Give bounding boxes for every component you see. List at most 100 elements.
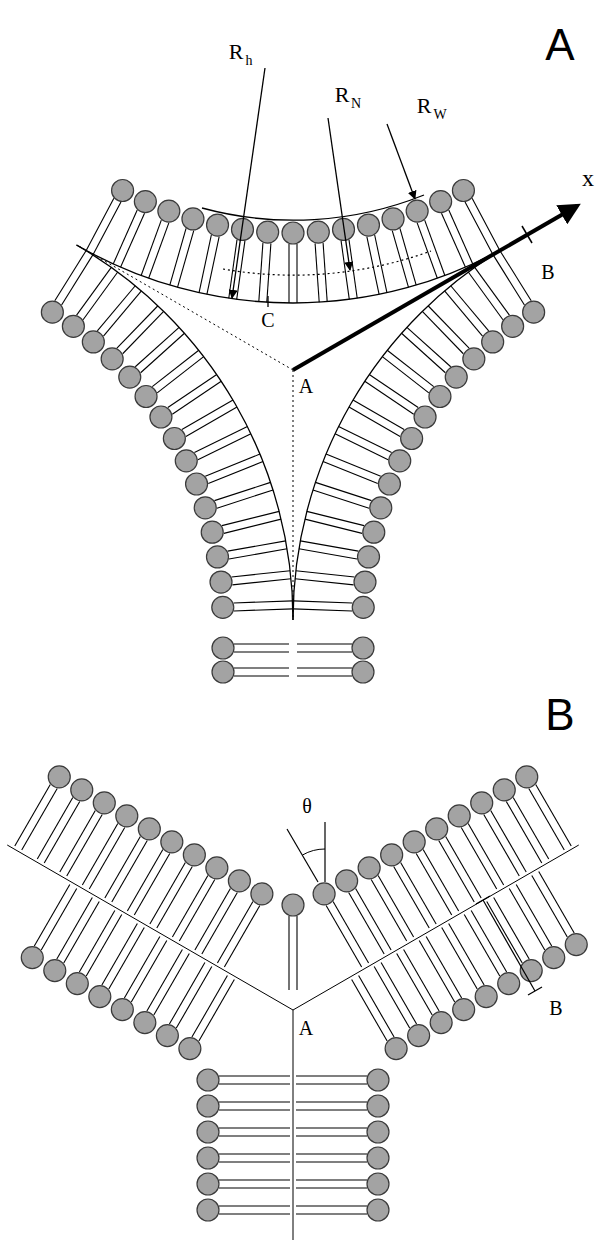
lipid-head [445, 366, 467, 388]
angle-label: θ [302, 796, 312, 816]
lipid-head [197, 1199, 219, 1221]
lipid-tail [296, 571, 355, 577]
lipid-tail [199, 980, 234, 1041]
lipid-tail [219, 1127, 290, 1128]
lipid-tail [219, 1153, 290, 1154]
lipid-tail [237, 241, 245, 299]
lipid-tail [296, 1135, 367, 1136]
lipid-tail [359, 976, 394, 1037]
lipid-head [336, 870, 358, 892]
radius-label: R [417, 95, 432, 117]
lipid-head [354, 571, 376, 593]
lipid-tail [79, 911, 114, 972]
lipid-head [150, 406, 172, 428]
lipid-tail [532, 876, 567, 937]
lipid-head [82, 331, 104, 353]
lipid-tail [506, 801, 541, 862]
lipid-head [134, 191, 156, 213]
lipid-tail [296, 1127, 367, 1128]
thickness-mark [483, 900, 535, 991]
lipid-tail [105, 836, 140, 897]
radius-arrow [387, 124, 415, 199]
lipid-tail [326, 454, 381, 476]
lipid-tail [367, 237, 379, 295]
lipid-head [41, 301, 63, 323]
lipid-head [62, 315, 84, 337]
lipid-tail [234, 667, 289, 668]
angle-line [324, 822, 325, 882]
lipid-head [358, 857, 380, 879]
lipid-tail [536, 784, 571, 845]
lipid-head [210, 571, 232, 593]
lipid-head [370, 497, 392, 519]
thickness-label: B [541, 262, 554, 282]
lipid-tail [224, 905, 259, 966]
lipid-tail [109, 928, 144, 989]
lipid-head [401, 428, 423, 450]
lipid-head [158, 200, 180, 222]
lipid-head [197, 1069, 219, 1091]
lipid-tail [426, 937, 461, 998]
lipid-tail [323, 243, 327, 302]
lipid-tail [217, 490, 273, 508]
lipid-tail [297, 675, 352, 676]
lipid-head [406, 200, 428, 222]
thickness-mark [476, 896, 490, 904]
lipid-tail [315, 482, 371, 500]
head-surface [202, 195, 424, 220]
lipid-tail [131, 941, 166, 1002]
lipid-head [382, 208, 404, 230]
thickness-mark [528, 987, 542, 995]
lipid-head [201, 521, 223, 543]
lipid-head [212, 661, 234, 683]
lipid-tail [234, 651, 289, 652]
radius-subscript: W [433, 108, 446, 122]
lipid-tail [313, 490, 369, 508]
lipid-tail [124, 937, 159, 998]
lipid-tail [86, 198, 114, 250]
lipid-head [378, 473, 400, 495]
lipid-tail [224, 519, 281, 533]
lipid-tail [296, 1179, 367, 1180]
lipid-tail [468, 823, 503, 884]
lipid-tail [296, 1205, 367, 1206]
lipid-head [471, 792, 493, 814]
lipid-head [367, 1121, 389, 1143]
lipid-head [135, 386, 157, 408]
tail-surfaces [7, 245, 579, 1240]
lipid-tail [353, 400, 404, 430]
x-axis-arrow [293, 206, 577, 370]
lipid-tail [208, 462, 263, 484]
lipid-tail [186, 407, 237, 437]
lipid-tail [219, 1135, 290, 1136]
lipid-tail [475, 267, 510, 315]
radius-subscript: N [351, 97, 361, 111]
bilayer-midplane [293, 845, 579, 1010]
lipid-head [313, 883, 335, 905]
lipid-tail [401, 862, 436, 923]
lipid-head [414, 406, 436, 428]
lipid-tail [296, 1083, 367, 1084]
lipid-tail [539, 872, 574, 933]
lipid-tail [219, 1187, 290, 1188]
lipid-tail [177, 231, 193, 288]
lipid-tail [219, 1213, 290, 1214]
lipid-tail [296, 1153, 367, 1154]
lipid-tail [152, 350, 198, 386]
lipid-tail [86, 915, 121, 976]
lipid-head [282, 222, 304, 244]
lipid-tail [509, 889, 544, 950]
lipid-tail [296, 1109, 367, 1110]
lipid-tail [198, 434, 251, 460]
angle-line [287, 829, 318, 882]
lipid-tail [341, 241, 349, 299]
radius-arrow [328, 118, 350, 270]
lipid-tail [141, 220, 161, 275]
lipid-tail [170, 228, 186, 285]
lipid-head [385, 1038, 407, 1060]
lipid-tail [219, 1161, 290, 1162]
lipid-tail [205, 454, 260, 476]
lipid-tail [288, 916, 289, 990]
lipid-tail [135, 327, 179, 366]
lipid-tail [394, 866, 429, 927]
